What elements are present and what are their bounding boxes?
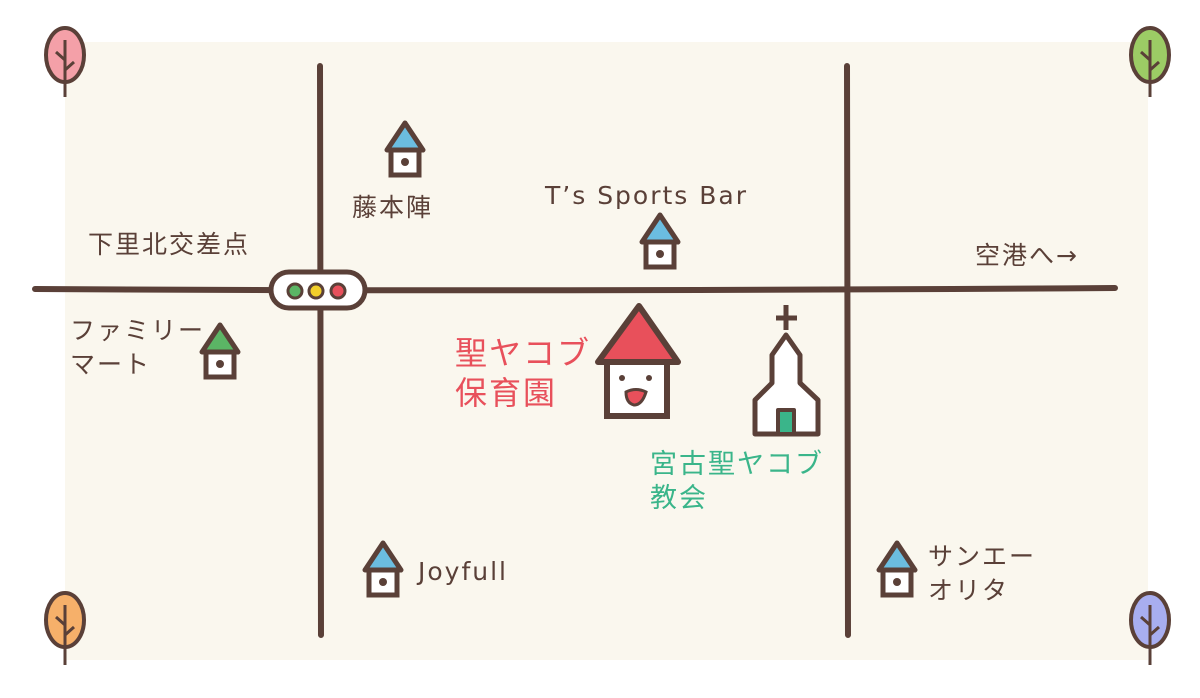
house-icon-fujimoto	[384, 120, 426, 178]
joyfull-label: Joyfull	[418, 557, 509, 586]
nursery-label: 聖ヤコブ 保育園	[455, 334, 592, 412]
church-label: 宮古聖ヤコブ 教会	[650, 449, 824, 514]
tree-icon-orange	[44, 591, 86, 665]
roads	[32, 63, 1118, 638]
intersection-label: 下里北交差点	[88, 230, 251, 259]
church-icon	[752, 305, 821, 437]
fujimoto-label: 藤本陣	[352, 193, 434, 222]
house-icon-sports-bar	[639, 212, 681, 270]
nursery-house-icon	[595, 303, 681, 419]
airport-label: 空港へ→	[975, 241, 1079, 270]
east-road	[844, 63, 851, 638]
tree-icon-pink	[44, 26, 86, 97]
sanei-label: サンエー オリタ	[928, 542, 1037, 605]
main-road	[32, 285, 1118, 294]
west-road	[317, 63, 324, 638]
house-icon-familymart	[199, 322, 241, 380]
house-icon-joyfull	[362, 540, 404, 598]
traffic-light-icon	[268, 269, 368, 311]
familymart-label: ファミリー マート	[70, 316, 206, 379]
sports-bar-label: T’s Sports Bar	[545, 181, 749, 210]
tree-icon-green	[1129, 26, 1171, 97]
tree-icon-purple	[1129, 591, 1171, 665]
house-icon-sanei	[876, 540, 918, 598]
